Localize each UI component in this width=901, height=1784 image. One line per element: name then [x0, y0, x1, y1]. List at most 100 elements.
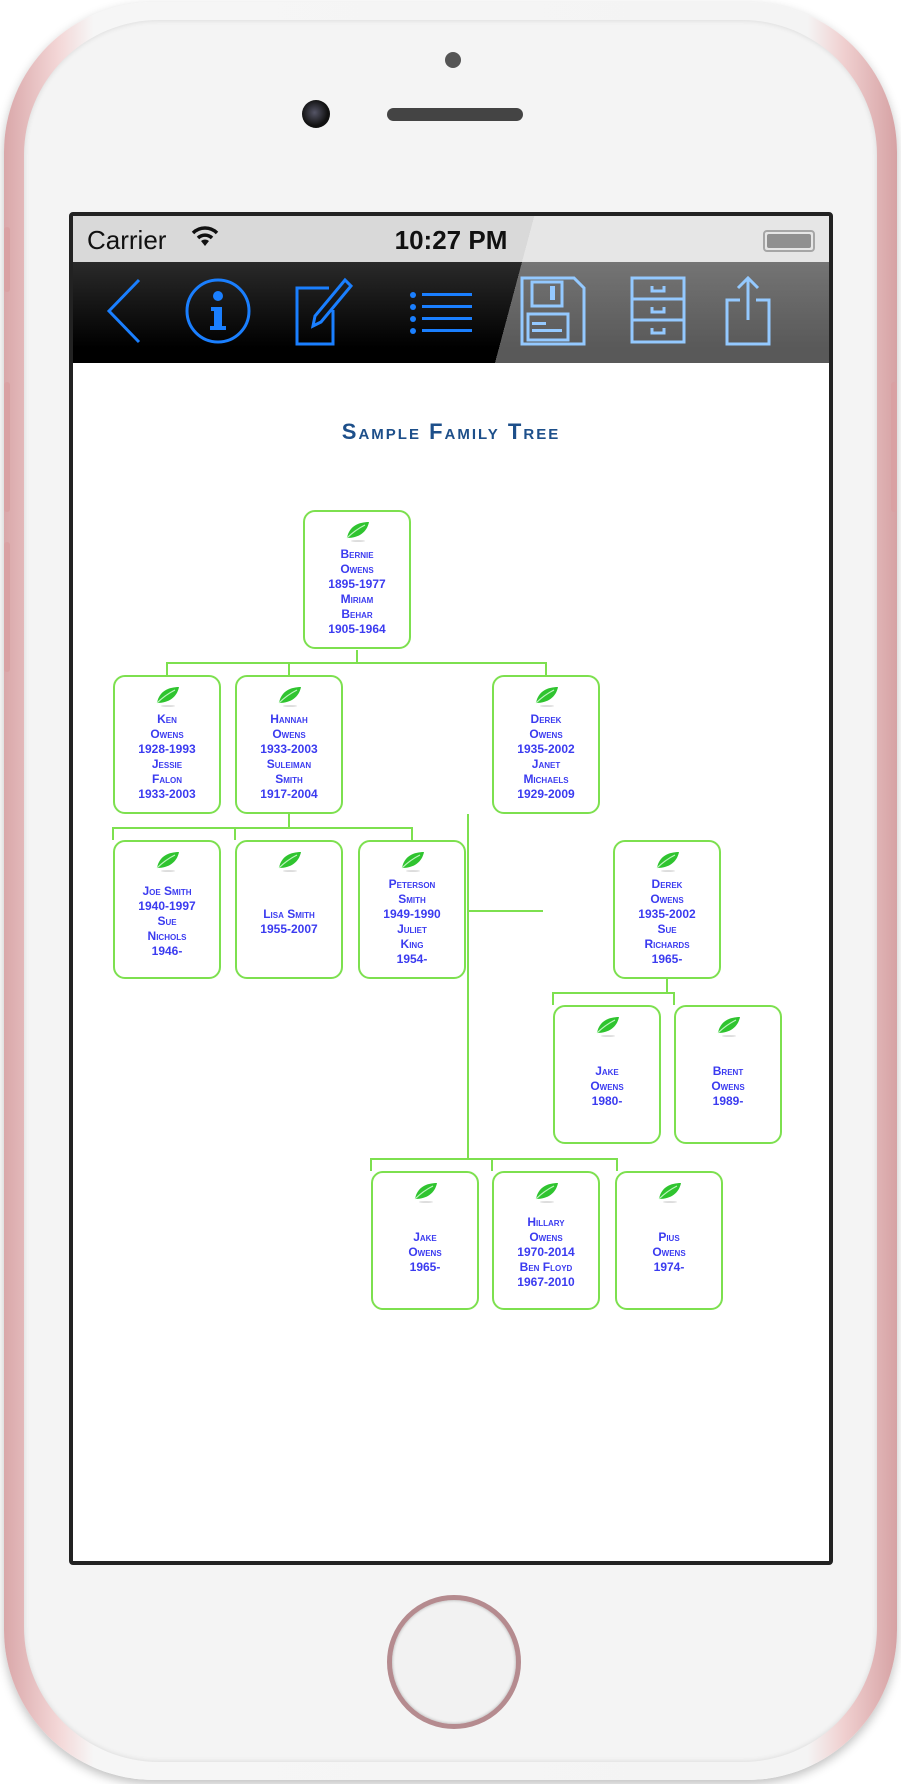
card-line: 1917-2004: [260, 786, 318, 801]
leaf-icon: [716, 1015, 742, 1037]
card-line: 1955-2007: [260, 921, 318, 936]
connector-derek-trunk: [467, 814, 543, 1159]
card-line: 1989-: [712, 1094, 744, 1108]
card-line: Miriam: [340, 591, 374, 606]
info-icon[interactable]: [183, 274, 253, 348]
tree-connectors: [112, 650, 675, 1171]
card-line: Owens: [529, 1230, 563, 1244]
card-line: Jake: [595, 1064, 619, 1078]
card-line: 1940-1997: [138, 899, 196, 913]
card-line: 1933-2003: [260, 741, 318, 756]
card-line: Ben Floyd: [519, 1260, 573, 1274]
card-line: 1967-2010: [517, 1275, 575, 1289]
card-line: 1928-1993: [138, 741, 196, 756]
leaf-icon: [413, 1181, 439, 1203]
card-line: Hillary: [527, 1215, 565, 1229]
card-line: 1949-1990: [383, 906, 441, 921]
card-line: 1929-2009: [517, 786, 575, 801]
card-line: 1980-: [591, 1094, 623, 1108]
card-line: Behar: [341, 606, 373, 621]
card-line: Brent: [712, 1064, 744, 1078]
leaf-icon: [155, 685, 181, 707]
card-line: Owens: [340, 561, 374, 576]
leaf-icon: [277, 850, 303, 872]
card-line: Michaels: [523, 771, 569, 786]
leaf-icon: [595, 1015, 621, 1037]
home-button[interactable]: [387, 1595, 521, 1729]
card-line: Suleiman: [266, 756, 312, 771]
list-icon[interactable]: [408, 274, 478, 348]
back-icon[interactable]: [103, 274, 143, 348]
card-line: 1965-: [409, 1260, 441, 1274]
card-line: Owens: [650, 891, 684, 906]
card-line: Lisa Smith: [263, 906, 315, 921]
leaf-icon: [657, 1181, 683, 1203]
card-line: Peterson: [388, 876, 436, 891]
edit-icon[interactable]: [293, 274, 363, 348]
leaf-icon: [400, 850, 426, 872]
card-line: Bernie: [340, 546, 374, 561]
card-line: Owens: [711, 1079, 745, 1093]
card-line: Hannah: [270, 711, 308, 726]
card-line: 1946-: [151, 944, 183, 958]
power-button: [891, 382, 897, 512]
card-line: Nichols: [147, 929, 187, 943]
card-line: Smith: [275, 771, 303, 786]
card-line: Falon: [152, 771, 182, 786]
card-line: 1905-1964: [328, 621, 386, 636]
card-line: Janet: [531, 756, 561, 771]
share-icon[interactable]: [723, 274, 773, 348]
leaf-icon: [277, 685, 303, 707]
card-line: 1970-2014: [517, 1245, 575, 1259]
card-line: Owens: [529, 726, 563, 741]
card-line: Smith: [398, 891, 426, 906]
card-line: Juliet: [397, 921, 427, 936]
wifi-icon: [191, 226, 219, 246]
card-line: Jake: [413, 1230, 437, 1244]
connector-derek-children: [370, 1158, 618, 1171]
card-line: Owens: [408, 1245, 442, 1259]
card-line: 1933-2003: [138, 786, 196, 801]
proximity-sensor: [445, 52, 461, 68]
leaf-icon: [155, 850, 181, 872]
card-line: Owens: [652, 1245, 686, 1259]
connector-derek2-children: [552, 979, 675, 1005]
volume-up-button: [4, 382, 10, 512]
leaf-icon: [534, 685, 560, 707]
card-line: 1935-2002: [638, 906, 696, 921]
leaf-icon: [655, 850, 681, 872]
save-icon[interactable]: [518, 274, 588, 348]
app-screen: Carrier 10:27 PM Sample Family Tree: [69, 212, 833, 1565]
file-cabinet-icon[interactable]: [628, 274, 688, 348]
connector-bernie-children: [166, 650, 547, 675]
toolbar: [73, 262, 829, 363]
carrier-label: Carrier: [87, 225, 167, 255]
connector-hannah-children: [112, 814, 413, 840]
card-line: Sue: [657, 921, 677, 936]
